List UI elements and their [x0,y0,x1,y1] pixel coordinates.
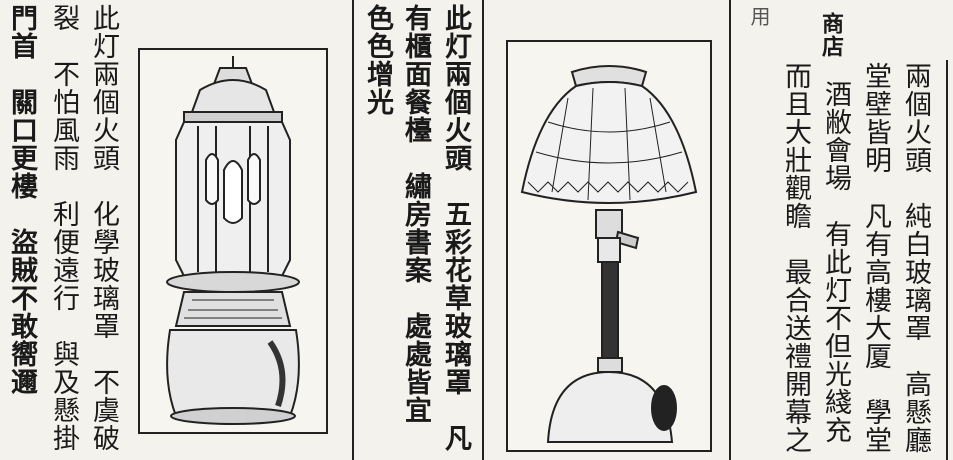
right-ad-column-2: 堂壁皆明 凡有高樓大厦 學堂 [860,62,891,454]
lantern-illustration-frame [138,48,328,434]
left-ad-column-3: 門首 關口更樓 盜賊不敢嚮邇 [6,4,37,396]
table-lamp-icon [520,65,698,443]
right-edge-rule [946,60,948,460]
left-divider [352,0,354,460]
right-ad-column-3: 酒敝會場 有此灯不但光綫充 [820,80,851,444]
left-ad-column-1: 此灯兩個火頭 化學玻璃罩 不虞破 [88,4,119,452]
middle-ad-column-1: 此灯兩個火頭 五彩花草玻璃罩 凡 [440,4,471,452]
middle-ad-column-2: 有櫃面餐檯 繡房書案 處處皆宜 [400,4,431,424]
table-lamp-illustration-frame [506,40,712,452]
middle-divider [482,0,484,460]
left-ad-column-2: 裂 不怕風雨 利便遠行 與及懸掛 [48,4,79,452]
right-ad-column-6: 用 [747,6,771,27]
right-ad-column-5: 商店 [818,12,844,58]
middle-ad-column-3: 色色增光 [362,4,393,116]
right-ad-column-4: 而且大壯觀瞻 最合送禮開幕之 [780,62,811,454]
hurricane-lantern-icon [166,56,300,425]
right-ad-column-1: 兩個火頭 純白玻璃罩 高懸廳 [900,62,931,454]
right-divider [729,0,731,460]
